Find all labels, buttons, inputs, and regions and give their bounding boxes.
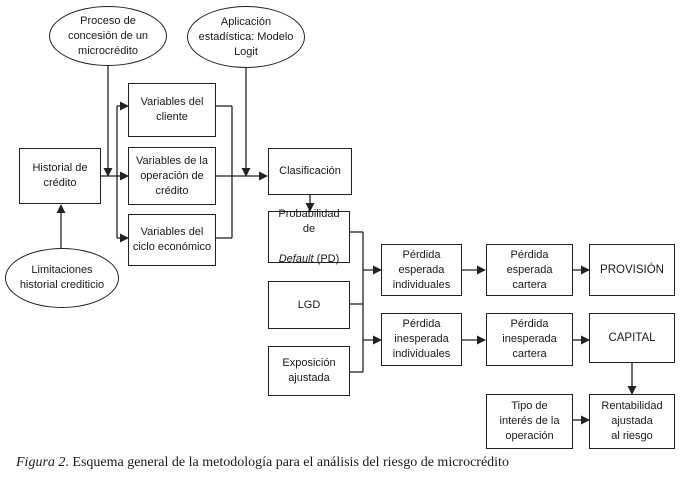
label-limitaciones: Limitaciones historial crediticio — [19, 264, 105, 291]
label-pd: Probabilidad de Default (PD) — [272, 192, 346, 282]
label-pd-suffix: (PD) — [313, 253, 340, 265]
node-pd: Probabilidad de Default (PD) — [268, 208, 350, 265]
node-var-cliente: Variables del cliente — [128, 83, 216, 137]
label-perdida-esp-ind: Pérdida esperada individuales — [392, 248, 451, 291]
caption-text: . Esquema general de la metodología para… — [65, 455, 509, 470]
node-provision: PROVISIÓN — [589, 244, 675, 296]
label-aplicacion: Aplicación estadística: Modelo Logit — [198, 15, 294, 58]
label-var-operacion: Variables de la operación de crédito — [136, 154, 208, 197]
node-clasificacion: Clasificación — [268, 148, 352, 195]
figure-caption: Figura 2. Esquema general de la metodolo… — [16, 455, 509, 471]
label-perdida-inesp-cart: Pérdida inesperada cartera — [502, 318, 557, 360]
node-historial: Historial de crédito — [19, 148, 101, 204]
node-aplicacion: Aplicación estadística: Modelo Logit — [187, 6, 305, 68]
node-capital: CAPITAL — [589, 313, 675, 363]
label-var-cliente: Variables del cliente — [140, 96, 204, 123]
node-perdida-inesp-ind: Pérdida inesperada individuales — [381, 313, 462, 366]
label-proceso: Proceso de concesión de un microcrédito — [67, 14, 149, 57]
node-exposicion: Exposición ajustada — [268, 346, 350, 396]
node-var-operacion: Variables de la operación de crédito — [128, 147, 216, 205]
node-perdida-inesp-cart: Pérdida inesperada cartera — [486, 313, 573, 366]
node-limitaciones: Limitaciones historial crediticio — [5, 248, 119, 308]
node-rentabilidad: Rentabilidad ajustada al riesgo — [589, 394, 675, 449]
label-perdida-esp-cart: Pérdida esperada cartera — [506, 248, 553, 291]
label-pd-line1: Probabilidad de — [278, 208, 340, 235]
label-historial: Historial de crédito — [32, 162, 88, 189]
node-tipo-interes: Tipo de interés de la operación — [486, 394, 573, 449]
label-rentabilidad: Rentabilidad ajustada al riesgo — [601, 400, 663, 442]
node-var-ciclo: Variables del ciclo económico — [128, 214, 216, 266]
node-perdida-esp-ind: Pérdida esperada individuales — [381, 244, 462, 296]
label-capital: CAPITAL — [608, 331, 656, 344]
label-clasificacion: Clasificación — [279, 165, 341, 177]
caption-label: Figura 2 — [16, 455, 66, 470]
label-exposicion: Exposición ajustada — [282, 357, 336, 384]
label-pd-line2: Default (PD) — [272, 252, 346, 267]
node-proceso: Proceso de concesión de un microcrédito — [49, 6, 167, 66]
node-perdida-esp-cart: Pérdida esperada cartera — [486, 244, 573, 296]
node-lgd: LGD — [268, 281, 350, 329]
label-provision: PROVISIÓN — [600, 263, 664, 276]
label-lgd: LGD — [297, 298, 321, 311]
label-pd-default: Default — [278, 253, 314, 265]
label-var-ciclo: Variables del ciclo económico — [132, 226, 212, 253]
label-tipo-interes: Tipo de interés de la operación — [499, 400, 560, 442]
label-perdida-inesp-ind: Pérdida inesperada individuales — [392, 318, 451, 360]
